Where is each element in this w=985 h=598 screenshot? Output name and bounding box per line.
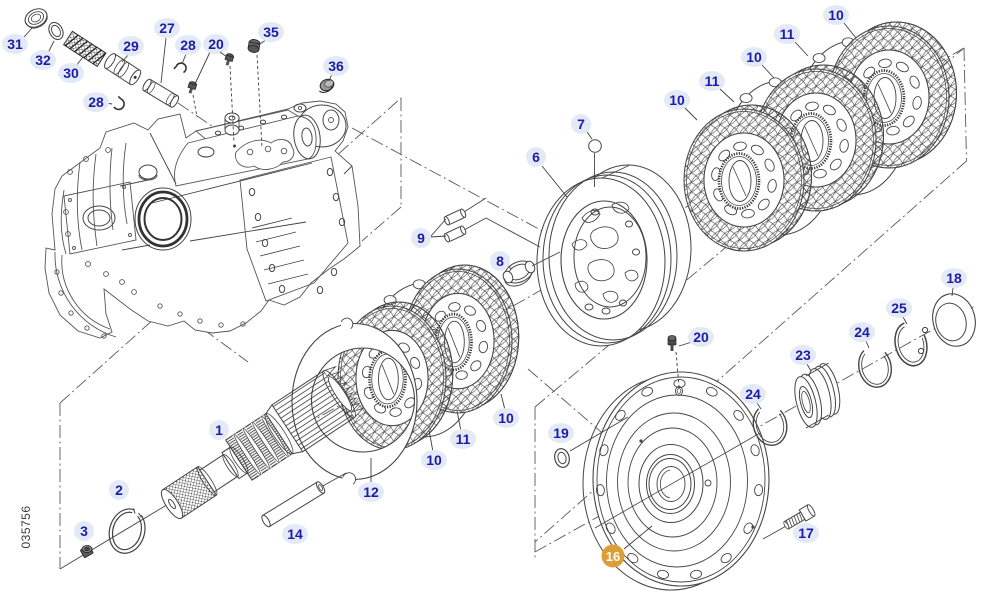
svg-text:24: 24: [745, 386, 761, 402]
svg-text:14: 14: [287, 526, 303, 542]
svg-text:20: 20: [208, 36, 224, 52]
svg-text:23: 23: [795, 347, 811, 363]
svg-text:10: 10: [498, 410, 514, 426]
svg-text:28: 28: [180, 37, 196, 53]
svg-text:11: 11: [705, 73, 720, 89]
svg-text:6: 6: [532, 149, 540, 165]
svg-text:24: 24: [854, 324, 870, 340]
svg-text:3: 3: [80, 523, 88, 539]
svg-text:8: 8: [496, 253, 504, 269]
svg-text:1: 1: [215, 422, 223, 438]
svg-text:2: 2: [115, 482, 123, 498]
svg-text:9: 9: [417, 230, 425, 246]
svg-text:12: 12: [363, 484, 379, 500]
svg-text:25: 25: [891, 300, 907, 316]
svg-text:32: 32: [35, 52, 51, 68]
svg-text:31: 31: [7, 36, 23, 52]
svg-text:035756: 035756: [19, 505, 33, 548]
svg-text:28: 28: [88, 94, 104, 110]
svg-text:7: 7: [577, 116, 585, 132]
svg-text:11: 11: [456, 431, 471, 447]
svg-text:16: 16: [606, 549, 620, 564]
svg-text:30: 30: [63, 65, 79, 81]
svg-text:19: 19: [553, 425, 569, 441]
svg-text:35: 35: [263, 24, 279, 40]
svg-text:11: 11: [780, 26, 795, 42]
svg-text:18: 18: [946, 270, 962, 286]
svg-text:10: 10: [746, 49, 762, 65]
svg-text:10: 10: [669, 92, 685, 108]
svg-text:10: 10: [426, 452, 442, 468]
svg-text:27: 27: [159, 20, 175, 36]
svg-text:10: 10: [828, 7, 844, 23]
svg-text:20: 20: [693, 329, 709, 345]
svg-text:17: 17: [798, 525, 814, 541]
svg-text:36: 36: [328, 58, 344, 74]
svg-text:29: 29: [123, 38, 139, 54]
